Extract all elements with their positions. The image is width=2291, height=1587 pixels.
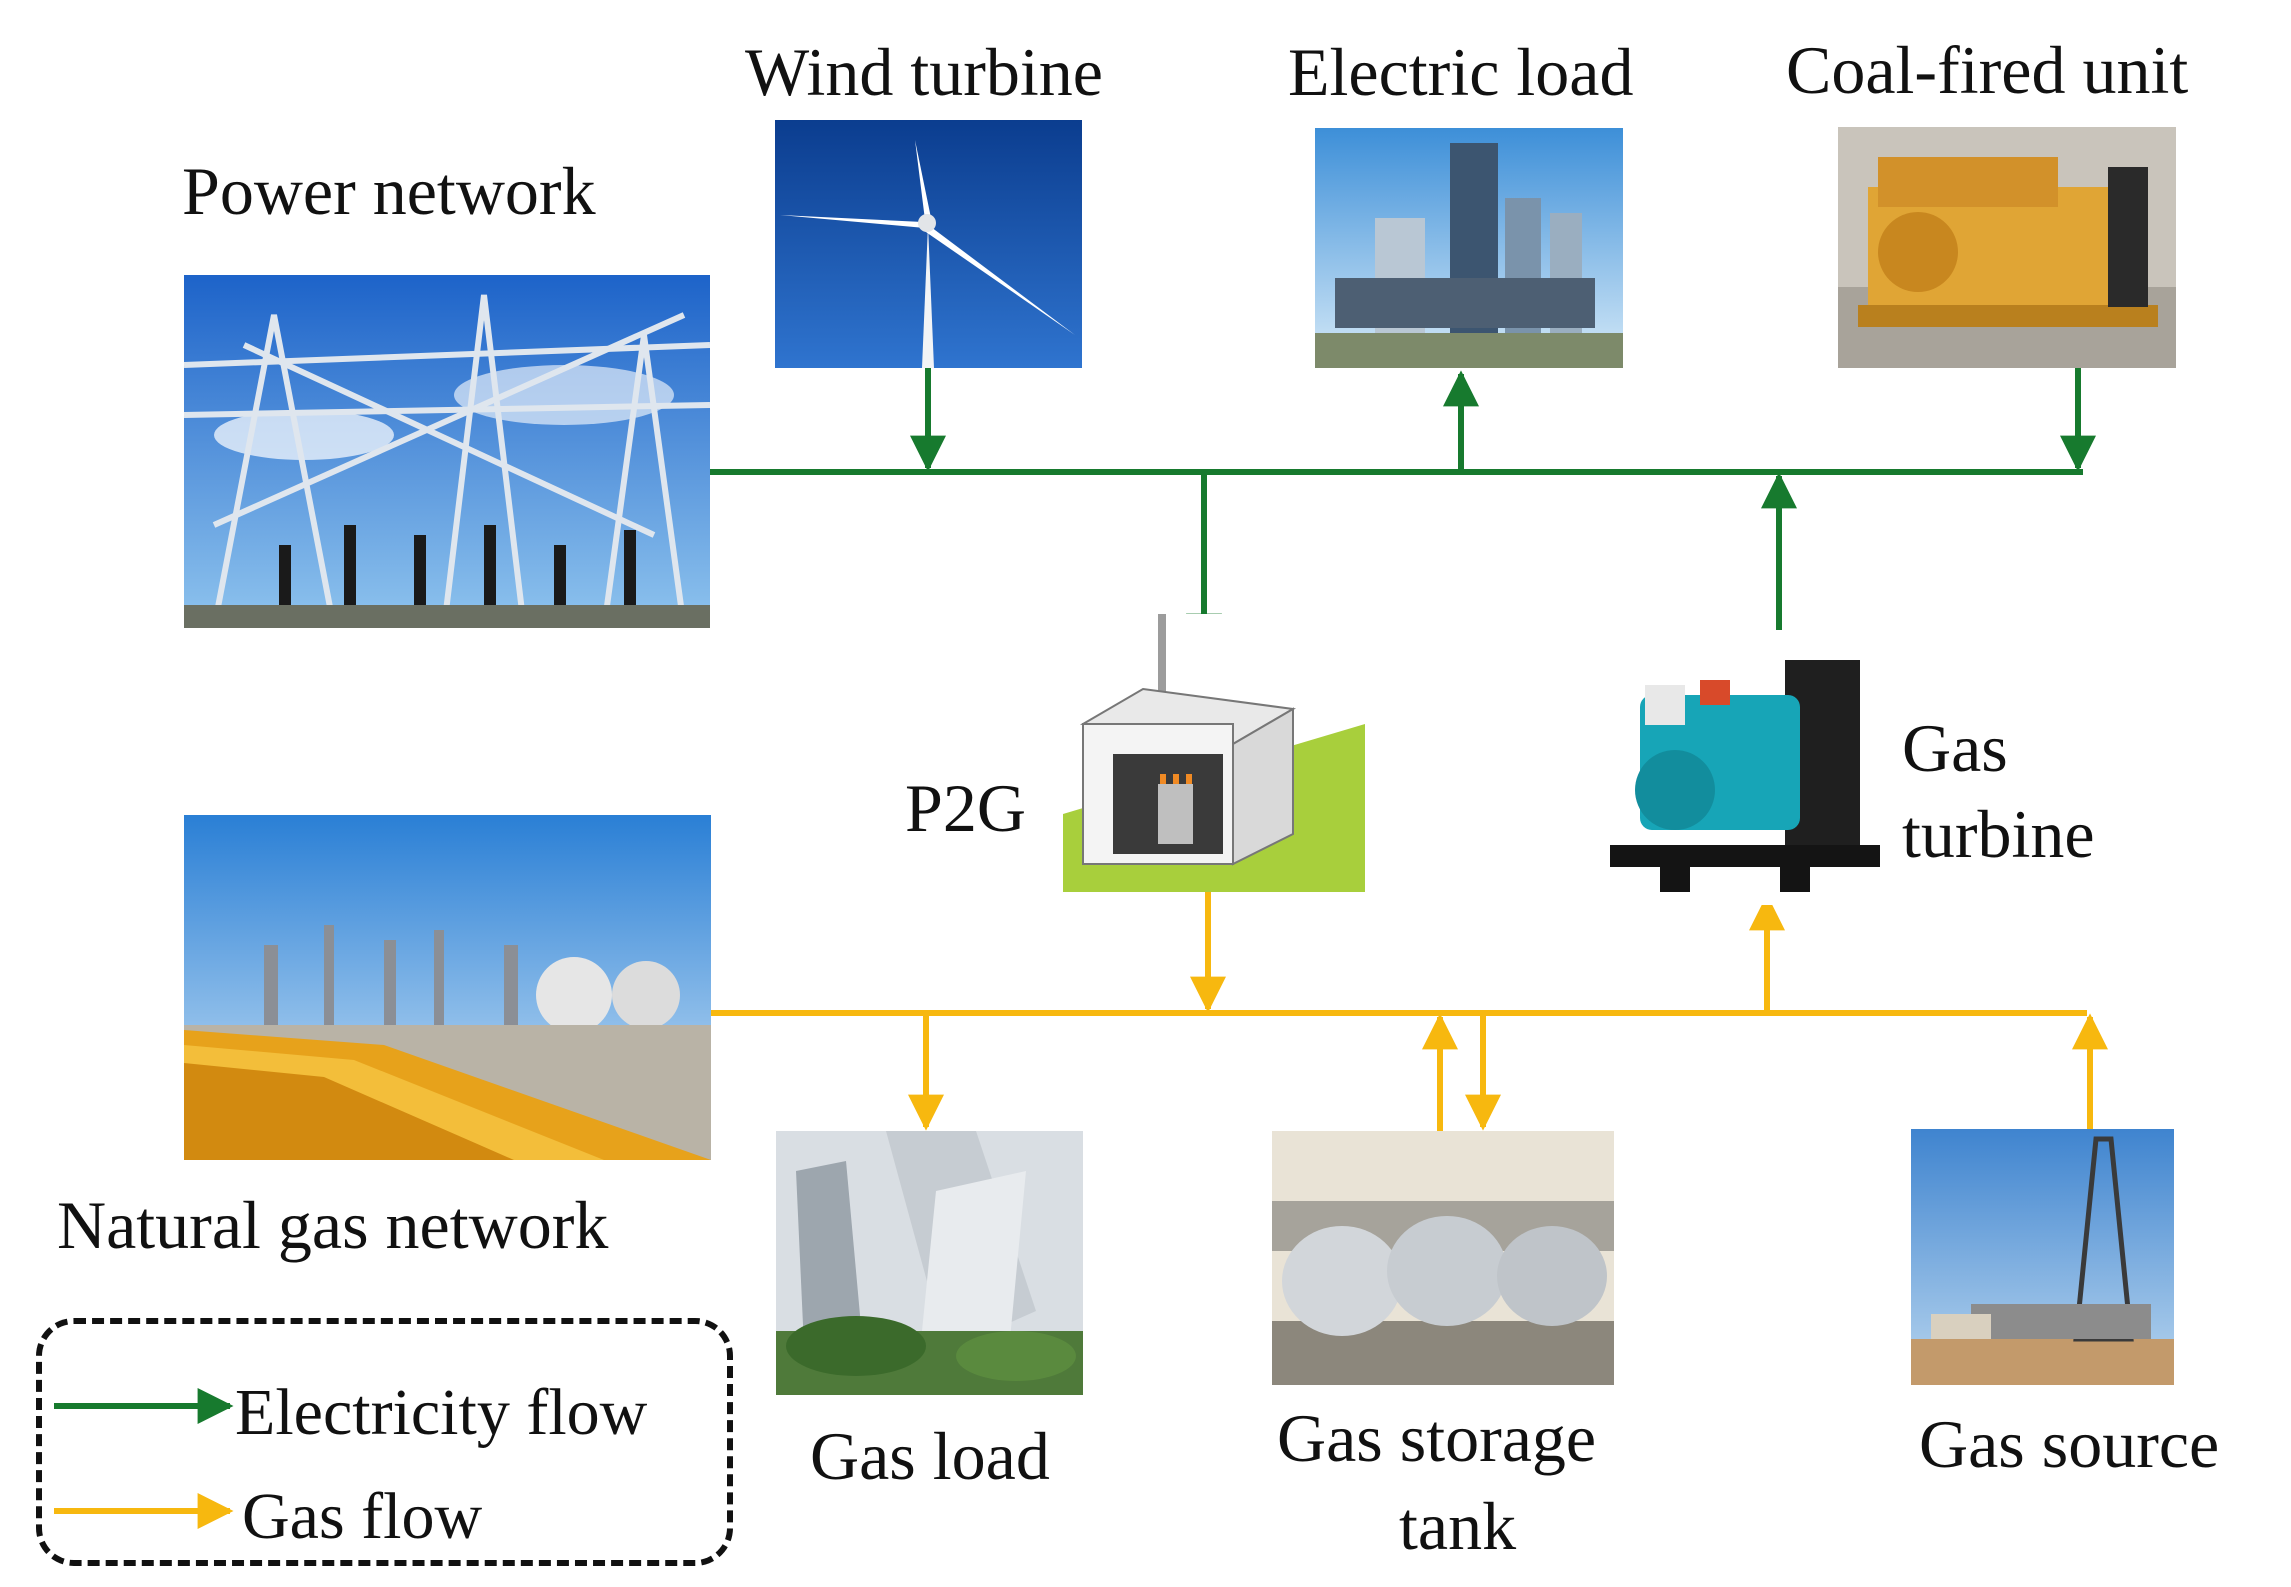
p2g-image <box>1063 614 1365 892</box>
gas-turbine-label-line1: Gas <box>1902 710 2008 786</box>
gas-load-label: Gas load <box>810 1418 1050 1494</box>
gas-source-image <box>1911 1129 2174 1385</box>
legend-electricity-label: Electricity flow <box>235 1376 648 1449</box>
wind-turbine-image <box>775 120 1082 368</box>
gas-turbine-image <box>1600 640 1885 905</box>
gas-storage-tank-label-line2: tank <box>1399 1488 1517 1564</box>
wind-turbine-label: Wind turbine <box>745 34 1103 110</box>
coal-fired-unit-label: Coal-fired unit <box>1786 32 2189 108</box>
electric-load-image <box>1315 128 1623 368</box>
gas-storage-tank-image <box>1272 1131 1614 1385</box>
natural-gas-network-label: Natural gas network <box>57 1187 609 1263</box>
power-network-label: Power network <box>182 153 596 229</box>
electric-load-label: Electric load <box>1288 34 1634 110</box>
gas-turbine-label-line2: turbine <box>1902 796 2095 872</box>
natural-gas-network-image <box>184 815 711 1160</box>
legend-gas-label: Gas flow <box>242 1480 483 1553</box>
gas-storage-tank-label-line1: Gas storage <box>1277 1400 1597 1476</box>
p2g-label: P2G <box>905 770 1026 846</box>
gas-load-image <box>776 1131 1083 1395</box>
coal-fired-unit-image <box>1838 127 2176 368</box>
gas-source-label: Gas source <box>1919 1406 2220 1482</box>
legend: Electricity flow Gas flow <box>36 1318 733 1566</box>
power-network-image <box>184 275 710 628</box>
